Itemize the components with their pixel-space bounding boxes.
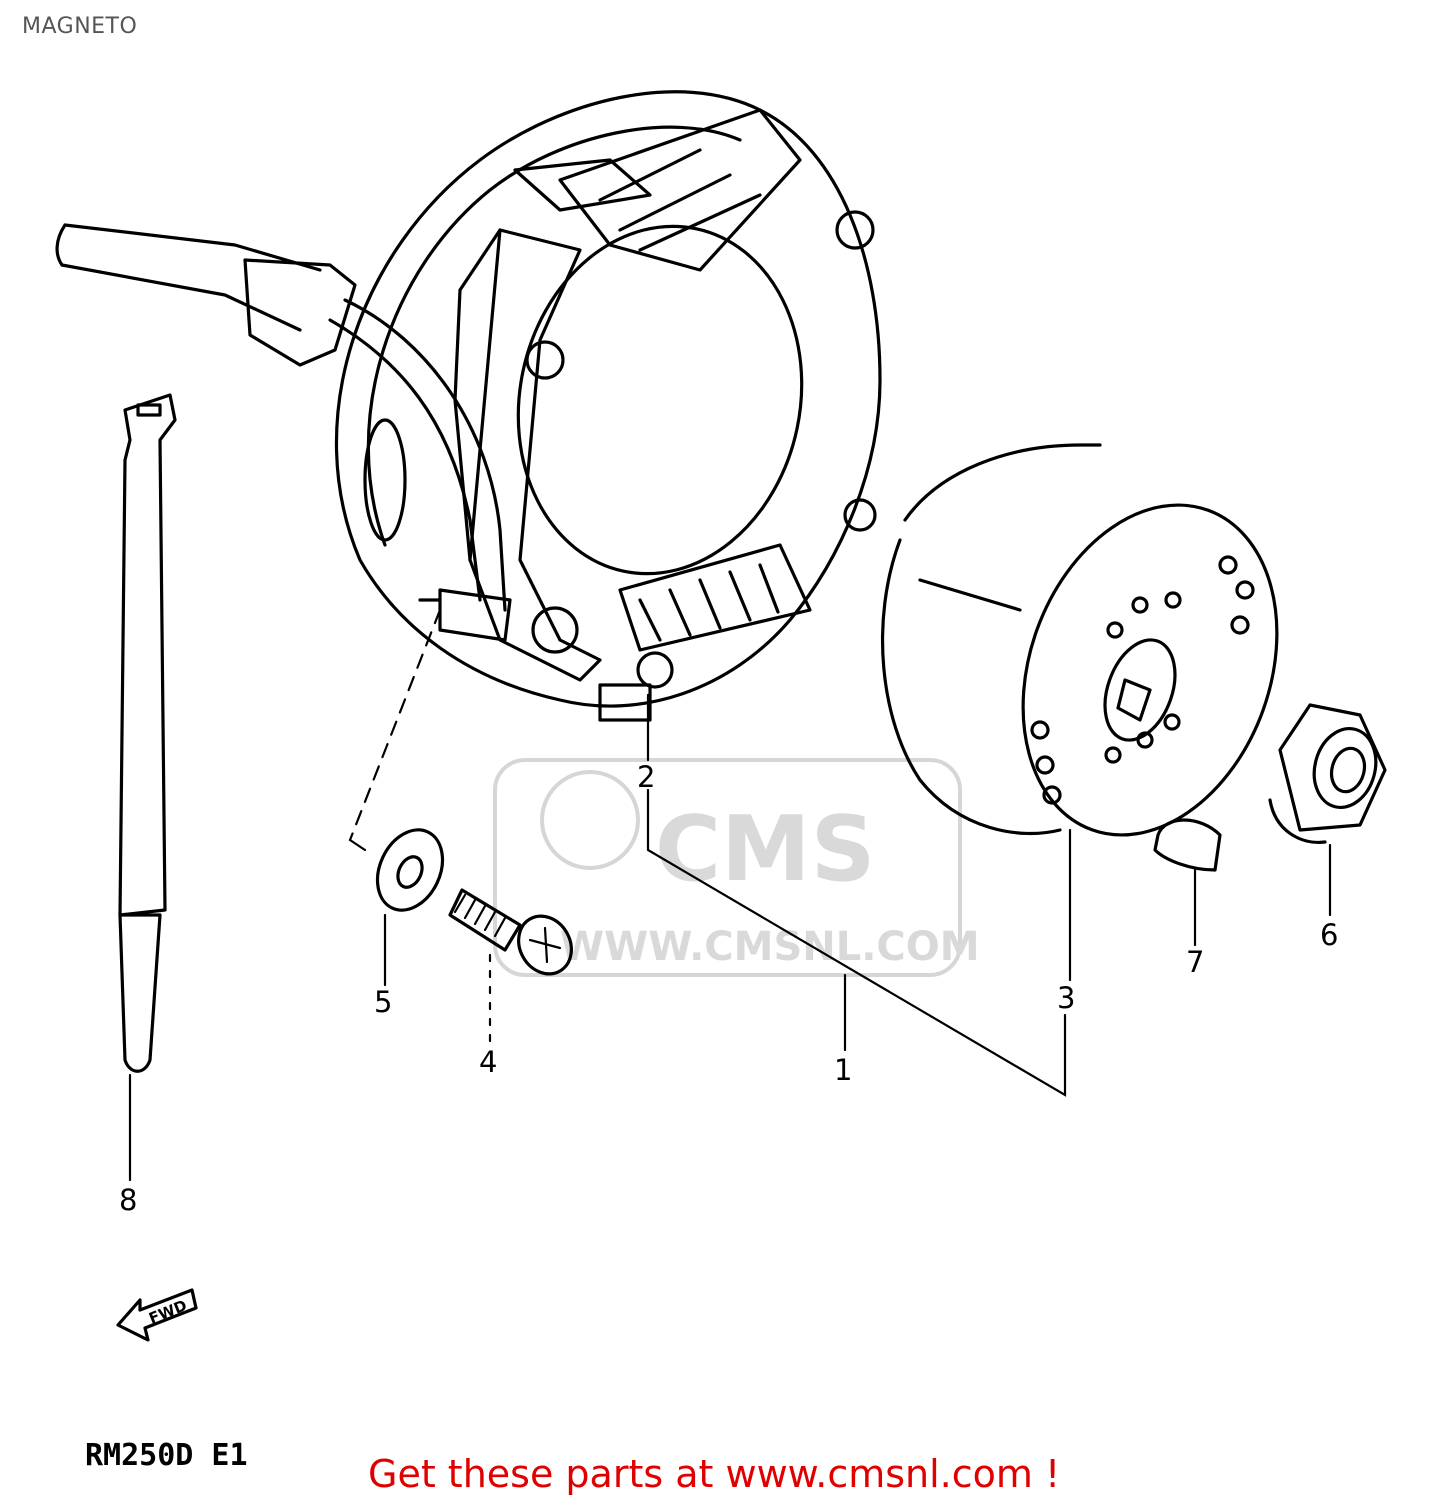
washer-part-5[interactable] bbox=[365, 819, 455, 920]
callout-7: 7 bbox=[1186, 945, 1204, 979]
leader-lines bbox=[128, 693, 1332, 1182]
screw-part-4[interactable] bbox=[448, 888, 582, 983]
callout-3: 3 bbox=[1057, 981, 1075, 1015]
callout-5: 5 bbox=[374, 985, 392, 1019]
cms-watermark: CMS WWW.CMSNL.COM bbox=[493, 758, 980, 977]
watermark-url: WWW.CMSNL.COM bbox=[560, 924, 980, 970]
callout-4: 4 bbox=[479, 1045, 497, 1079]
lead-wire-part-2[interactable] bbox=[55, 223, 512, 852]
stator-assembly-part-1[interactable] bbox=[334, 90, 882, 722]
callout-6: 6 bbox=[1320, 918, 1338, 952]
rotor-part-3[interactable] bbox=[880, 443, 1321, 871]
clamp-band-part-8[interactable] bbox=[118, 393, 177, 1073]
nut-part-6[interactable] bbox=[1268, 703, 1387, 844]
model-code: RM250D E1 bbox=[85, 1438, 248, 1473]
callout-8: 8 bbox=[119, 1183, 137, 1217]
callout-2: 2 bbox=[637, 760, 655, 794]
diagram-title: MAGNETO bbox=[22, 14, 138, 39]
callout-1: 1 bbox=[834, 1053, 852, 1087]
parts-shop-link[interactable]: Get these parts at www.cmsnl.com ! bbox=[368, 1452, 1061, 1496]
forward-arrow-icon: FWD bbox=[116, 1288, 198, 1342]
callout-numbers: 1 2 3 4 5 6 7 8 bbox=[119, 760, 1338, 1217]
watermark-brand: CMS bbox=[655, 797, 875, 902]
key-part-7[interactable] bbox=[1153, 818, 1222, 872]
